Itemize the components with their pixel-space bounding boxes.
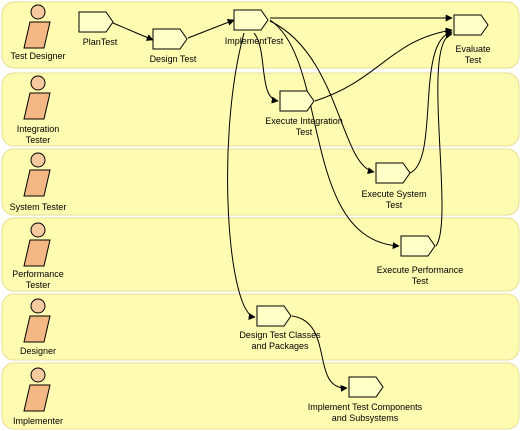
flow-arrow-plan-test-to-design-test (112, 22, 154, 41)
activity-plan-test[interactable]: PlanTest (78, 11, 118, 47)
activity-shape[interactable] (256, 305, 292, 327)
lane-background (1, 72, 520, 147)
lane-background (1, 362, 520, 430)
activity-shape[interactable] (233, 9, 269, 31)
actor-icon (23, 298, 51, 343)
activity-label: Evaluate (455, 44, 490, 54)
actor-icon (23, 4, 51, 49)
lane-designer: Designer (1, 293, 520, 361)
flow-arrow-implement-test-to-execute-performance-test (269, 19, 400, 250)
flow-arrow-design-test-classes-to-implement-test-components (291, 315, 348, 392)
flow-arrow-execute-performance-test-to-evaluate-test (435, 31, 453, 247)
lane-label: Designer (20, 346, 56, 356)
activity-label: Design Test (150, 54, 197, 64)
activity-label: PlanTest (83, 37, 118, 47)
activity-label: Implement Test Components (308, 402, 423, 412)
activity-label: Test (465, 55, 482, 65)
lane-label: Tester (26, 280, 51, 290)
activity-label: Test (386, 200, 403, 210)
activity-shape[interactable] (152, 28, 188, 50)
lane-label: Integration (17, 124, 60, 134)
activity-label: and Subsystems (332, 413, 399, 423)
lane-label: Test Designer (10, 51, 65, 61)
activity-label: Execute Integration (265, 116, 343, 126)
flow-arrow-design-test-to-implement-test (187, 19, 235, 39)
lane-implementer: Implementer (1, 362, 520, 430)
flow-arrow-implement-test-to-execute-system-test (269, 20, 375, 175)
activity-shape[interactable] (78, 11, 114, 33)
lane-label: Implementer (13, 416, 63, 426)
activity-label: and Packages (251, 341, 309, 351)
lane-background (1, 293, 520, 361)
flow-arrow-implement-test-to-execute-integration-test (253, 32, 279, 104)
flow-arrow-execute-integration-test-to-evaluate-test (314, 27, 453, 102)
activity-shape[interactable] (453, 14, 489, 36)
actor-icon (23, 222, 51, 267)
lane-label: System Tester (10, 202, 67, 212)
lane-label: Performance (12, 269, 64, 279)
activity-shape[interactable] (400, 235, 436, 257)
lane-label: Tester (26, 135, 51, 145)
activity-implement-test[interactable]: ImplementTest (225, 9, 284, 46)
actor-icon (23, 75, 51, 120)
activity-shape[interactable] (279, 90, 315, 112)
flow-arrow-execute-system-test-to-evaluate-test (409, 29, 453, 174)
flow-arrow-implement-test-to-design-test-classes (227, 32, 256, 320)
activity-label: Execute Performance (377, 265, 464, 275)
activity-label: ImplementTest (225, 36, 284, 46)
activity-label: Test (296, 127, 313, 137)
activity-label: Design Test Classes (239, 330, 321, 340)
lane-background (1, 217, 520, 292)
activity-design-test[interactable]: Design Test (150, 28, 197, 64)
actor-icon (23, 152, 51, 197)
activity-label: Test (412, 276, 429, 286)
activity-shape[interactable] (348, 376, 384, 398)
activity-shape[interactable] (375, 162, 411, 184)
actor-icon (23, 367, 51, 412)
activity-label: Execute System (361, 189, 426, 199)
